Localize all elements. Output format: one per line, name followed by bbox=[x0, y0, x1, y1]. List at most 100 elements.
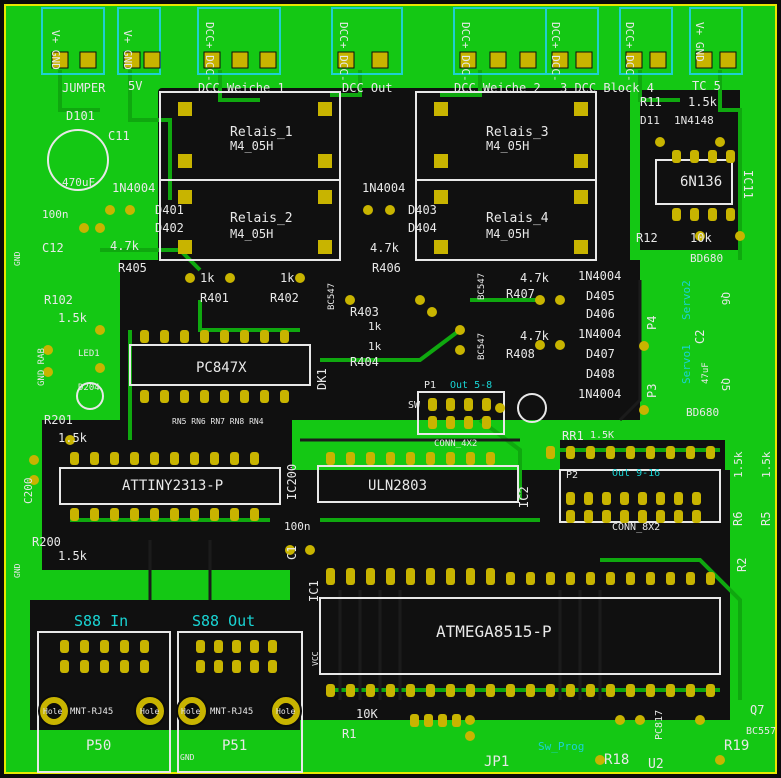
attiny-pin bbox=[210, 452, 219, 465]
via-pad bbox=[363, 205, 373, 215]
label-r401-val: 1k bbox=[200, 271, 215, 285]
relay-3-ref: Relais_3 bbox=[486, 125, 549, 140]
jp-pin bbox=[410, 714, 419, 727]
via-pad bbox=[695, 715, 705, 725]
via-pad bbox=[185, 273, 195, 283]
jp-pin bbox=[424, 714, 433, 727]
label-attiny: ATTINY2313-P bbox=[122, 478, 223, 494]
label-r102-val: 1.5k bbox=[58, 311, 88, 325]
via-pad bbox=[715, 137, 725, 147]
pc847-pin bbox=[200, 330, 209, 343]
atmega-pin bbox=[366, 572, 375, 585]
relay-1-ref: Relais_1 bbox=[230, 125, 293, 140]
label-r408-val: 4.7k bbox=[520, 329, 550, 343]
label-sw: SW bbox=[408, 400, 421, 411]
label-hole-2: Hole bbox=[140, 707, 159, 716]
label-ic11: IC11 bbox=[741, 170, 755, 199]
conn-pin bbox=[584, 510, 593, 523]
label-d11-val: 1N4148 bbox=[674, 114, 714, 127]
label-pc817: PC817 bbox=[654, 710, 665, 740]
s88-pin bbox=[140, 640, 149, 653]
uln-pin bbox=[466, 452, 475, 465]
pc847-pin bbox=[140, 330, 149, 343]
conn-label-j2: V+ GND bbox=[121, 30, 134, 70]
attiny-pin bbox=[130, 452, 139, 465]
attiny-pin bbox=[210, 508, 219, 521]
label-q-bc547-a: BC547 bbox=[477, 273, 487, 300]
label-s88-out: S88 Out bbox=[192, 612, 255, 630]
s88-pin bbox=[196, 640, 205, 653]
label-conn-8x2: CONN_8X2 bbox=[612, 522, 660, 533]
via-pad bbox=[595, 755, 605, 765]
atmega-pin bbox=[346, 572, 355, 585]
label-bc557: BC557 bbox=[746, 726, 776, 737]
pc847-pin bbox=[160, 390, 169, 403]
atmega-pin bbox=[526, 572, 535, 585]
attiny-pin bbox=[90, 508, 99, 521]
attiny-pin bbox=[70, 452, 79, 465]
conn-pin bbox=[656, 492, 665, 505]
s88-pin bbox=[120, 660, 129, 673]
label-out-9-16: Out 9-16 bbox=[612, 468, 660, 479]
atmega-pin bbox=[566, 684, 575, 697]
via-pad bbox=[465, 731, 475, 741]
label-r403: R403 bbox=[350, 305, 379, 319]
label-c1-val: 100n bbox=[284, 520, 311, 533]
via-pad bbox=[95, 363, 105, 373]
via-pad bbox=[715, 755, 725, 765]
label-ic1: IC1 bbox=[307, 580, 321, 602]
label-u2: U2 bbox=[648, 757, 664, 772]
conn-pin bbox=[602, 492, 611, 505]
label-d404: D404 bbox=[408, 221, 437, 235]
label-q5: Q5 bbox=[719, 378, 732, 391]
conn-pin bbox=[566, 510, 575, 523]
label-rn: RN5 RN6 RN7 RN8 RN4 bbox=[172, 417, 264, 426]
conn-pin bbox=[482, 398, 491, 411]
conn-pin bbox=[692, 492, 701, 505]
label-dk1: DK1 bbox=[315, 368, 329, 390]
atmega-pin bbox=[446, 572, 455, 585]
pc847-pin bbox=[180, 390, 189, 403]
s88-pin bbox=[250, 640, 259, 653]
terminal-blocks bbox=[41, 7, 743, 75]
attiny-pin bbox=[110, 452, 119, 465]
label-r5: R5 bbox=[759, 512, 773, 526]
atmega-pin bbox=[546, 572, 555, 585]
conn-pin bbox=[656, 510, 665, 523]
atmega-pin bbox=[506, 572, 515, 585]
label-out-5-8: Out 5-8 bbox=[450, 380, 492, 391]
rj45-outlines bbox=[37, 631, 303, 773]
opto-pin bbox=[690, 208, 699, 221]
s88-pin bbox=[232, 660, 241, 673]
atmega-pin bbox=[546, 684, 555, 697]
label-d405: D405 bbox=[586, 289, 615, 303]
relay-2-ref: Relais_2 bbox=[230, 211, 293, 226]
label-r402-val: 1k bbox=[280, 271, 295, 285]
s88-pin bbox=[196, 660, 205, 673]
label-jp1: JP1 bbox=[484, 754, 509, 770]
atmega-pin bbox=[346, 684, 355, 697]
atmega-pin bbox=[386, 572, 395, 585]
label-r11-val: 1.5k bbox=[688, 95, 718, 109]
s88-pin bbox=[120, 640, 129, 653]
atmega-pin bbox=[666, 684, 675, 697]
opto-pin bbox=[726, 208, 735, 221]
label-ic2: IC2 bbox=[517, 486, 531, 508]
opto-pin bbox=[690, 150, 699, 163]
terminal-pads bbox=[51, 51, 737, 69]
label-d204: D204 bbox=[78, 383, 100, 393]
atmega-pin bbox=[486, 684, 495, 697]
via-pad bbox=[655, 137, 665, 147]
label-q-bc547-c: BC547 bbox=[327, 283, 337, 310]
label-hole-4: Hole bbox=[276, 707, 295, 716]
conn-pin bbox=[674, 492, 683, 505]
uln-pin bbox=[326, 452, 335, 465]
pc847-pin bbox=[280, 390, 289, 403]
conn-label-j8: V+ GND bbox=[693, 22, 706, 62]
pc847-pin bbox=[240, 330, 249, 343]
via-pad bbox=[415, 295, 425, 305]
conn-label-j4: DCC+ DCC- bbox=[337, 22, 350, 82]
conn-pin bbox=[566, 492, 575, 505]
via-pad bbox=[285, 545, 295, 555]
via-pad bbox=[695, 231, 705, 241]
